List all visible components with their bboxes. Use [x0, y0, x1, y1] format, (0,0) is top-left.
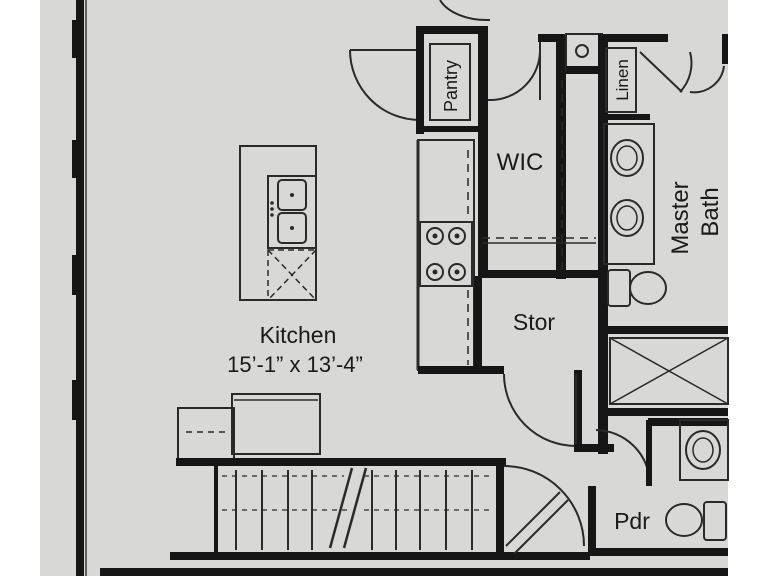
master-bath-label-line2: Bath — [697, 187, 724, 236]
master-bath — [603, 123, 728, 334]
pdr-label: Pdr — [614, 508, 650, 534]
pantry-room — [349, 26, 488, 276]
master-bath-label-line1: Master — [667, 181, 694, 254]
pantry-label: Pantry — [441, 60, 461, 112]
storage-room — [418, 276, 614, 452]
staircase — [100, 458, 728, 576]
wic-label: WIC — [497, 149, 544, 176]
shower — [604, 337, 729, 416]
kitchen-island — [239, 145, 317, 301]
kitchen-dimensions: 15’-1” x 13’-4” — [227, 352, 363, 377]
top-door-swing — [439, 0, 491, 22]
kitchen-label: Kitchen — [260, 322, 337, 348]
left-exterior-wall — [72, 0, 87, 576]
cooktop — [419, 221, 473, 287]
wic-room — [480, 34, 600, 279]
linen-label: Linen — [613, 59, 632, 101]
stor-label: Stor — [513, 309, 556, 335]
paper-sheet — [40, 0, 728, 576]
powder-room — [503, 418, 729, 556]
